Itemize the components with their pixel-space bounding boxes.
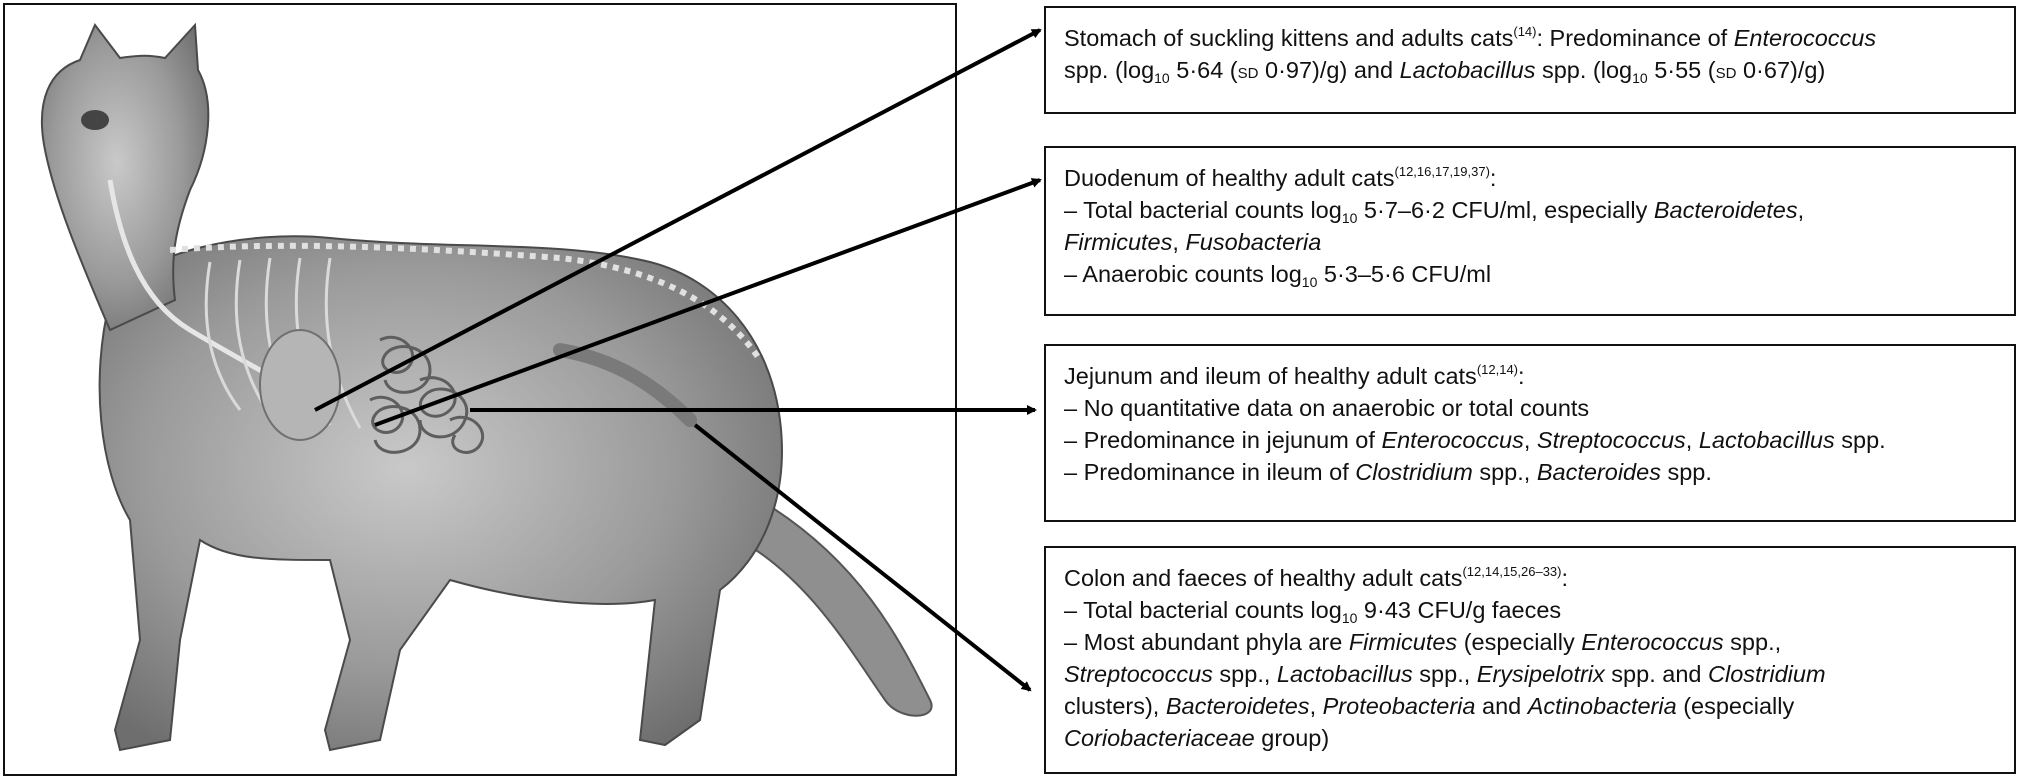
jejunum-line-2: – No quantitative data on anaerobic or t… [1064,395,1590,421]
stomach-line-1: Stomach of suckling kittens and adults c… [1064,24,1877,51]
colon-line-1: Colon and faeces of healthy adult cats(1… [1064,564,1569,591]
duodenum-info-box: Duodenum of healthy adult cats(12,16,17,… [1044,146,2016,316]
arrow-stomach [314,28,1042,412]
jejunum-line-4: – Predominance in ileum of Clostridium s… [1064,459,1712,485]
colon-faeces-info-box: Colon and faeces of healthy adult cats(1… [1044,546,2016,774]
arrow-duodenum [374,178,1042,427]
stomach-organ [259,329,341,441]
colon-line-3: – Most abundant phyla are Firmicutes (es… [1064,629,1782,655]
duodenum-line-2: – Total bacterial counts log10 5·7–6·2 C… [1064,197,1805,226]
jejunum-ileum-info-box: Jejunum and ileum of healthy adult cats(… [1044,344,2016,522]
duodenum-line-1: Duodenum of healthy adult cats(12,16,17,… [1064,164,1497,191]
cat-figure [40,22,933,752]
stomach-line-2: spp. (log10 5·64 (sd 0·97)/g) and Lactob… [1064,57,1826,86]
colon-line-2: – Total bacterial counts log10 9·43 CFU/… [1064,597,1562,626]
colon-line-5: clusters), Bacteroidetes, Proteobacteria… [1064,693,1795,719]
colon-line-6: Coriobacteriaceae group) [1064,725,1330,751]
duodenum-line-4: – Anaerobic counts log10 5·3–5·6 CFU/ml [1064,261,1492,290]
duodenum-line-3: Firmicutes, Fusobacteria [1064,229,1322,255]
colon-line-4: Streptococcus spp., Lactobacillus spp., … [1064,661,1826,687]
jejunum-line-1: Jejunum and ileum of healthy adult cats(… [1064,362,1525,389]
stomach-info-box: Stomach of suckling kittens and adults c… [1044,6,2016,114]
jejunum-line-3: – Predominance in jejunum of Enterococcu… [1064,427,1886,453]
arrow-colon [693,423,1032,692]
